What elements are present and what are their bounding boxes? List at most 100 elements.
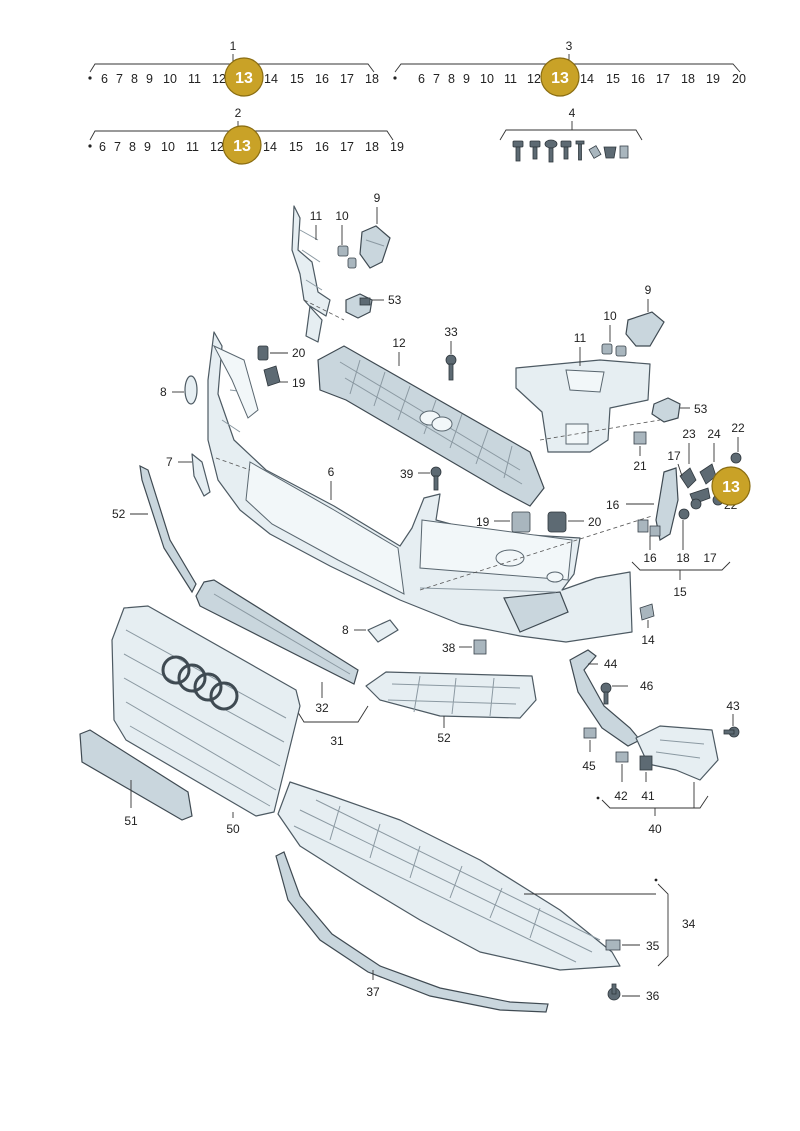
seq-item: 16	[315, 140, 329, 154]
callout-18: 18	[676, 520, 690, 565]
svg-text:50: 50	[226, 822, 240, 836]
clip-19b[interactable]	[511, 511, 531, 533]
callout-9b: 9	[645, 283, 652, 312]
callout-50: 50	[226, 812, 240, 836]
svg-text:8: 8	[342, 623, 349, 637]
callout-23: 23	[682, 427, 696, 464]
callout-21: 21	[633, 446, 647, 473]
license-plate-holder[interactable]	[79, 729, 193, 821]
seq-item: 12	[527, 72, 541, 86]
svg-text:52: 52	[437, 731, 451, 745]
screw-36[interactable]	[607, 983, 621, 1001]
badge-text: 13	[233, 138, 251, 155]
seq-item: 17	[656, 72, 670, 86]
seq-item: 20	[732, 72, 746, 86]
seq-item: 8	[131, 72, 138, 86]
badge-text: 13	[235, 70, 253, 87]
callout-8a: 8	[160, 385, 184, 399]
grille-frame[interactable]	[317, 345, 545, 507]
side-trim-strip-left[interactable]	[139, 464, 197, 594]
clip-42[interactable]	[615, 751, 629, 763]
bumper-cover[interactable]	[207, 331, 633, 643]
lower-grille-strip[interactable]	[195, 579, 359, 685]
svg-text:37: 37	[366, 985, 380, 999]
seq-item: 6	[101, 72, 108, 86]
clip-41[interactable]	[639, 755, 653, 771]
callout-9a: 9	[374, 191, 381, 224]
badge-text: 13	[551, 70, 569, 87]
svg-text:9: 9	[374, 191, 381, 205]
callout-52a: 52	[112, 507, 148, 521]
seq-item: 11	[186, 140, 199, 154]
svg-text:11: 11	[310, 209, 323, 223]
right-support-bracket[interactable]	[515, 359, 651, 453]
highlight-badge-2[interactable]: 13	[222, 125, 262, 165]
radiator-grille[interactable]	[111, 605, 301, 817]
callout-41: 41	[641, 772, 655, 803]
clip-14[interactable]	[639, 603, 655, 621]
cap-8a[interactable]	[184, 375, 198, 405]
sensor-53b[interactable]	[651, 397, 681, 423]
screw-43[interactable]	[723, 726, 740, 738]
clip-10b[interactable]	[601, 343, 627, 357]
svg-text:35: 35	[646, 939, 660, 953]
svg-text:34: 34	[682, 917, 696, 931]
seq-item: 17	[340, 72, 354, 86]
callout-16b: 16	[643, 536, 657, 565]
callout-53b: 53	[680, 402, 708, 416]
clip-20b[interactable]	[547, 511, 567, 533]
callout-51: 51	[124, 780, 138, 828]
clip-19a[interactable]	[263, 365, 281, 387]
mount-bracket-9a[interactable]	[359, 225, 391, 269]
callout-53a: 53	[372, 293, 402, 307]
screw-46[interactable]	[600, 682, 612, 705]
highlight-badge-4[interactable]: 13	[711, 466, 751, 506]
front-spoiler-lip[interactable]	[275, 851, 549, 1013]
seq-item: 19	[706, 72, 720, 86]
svg-text:14: 14	[641, 633, 655, 647]
mount-bracket-9b[interactable]	[625, 311, 665, 347]
callout-17b: 17	[703, 551, 717, 565]
seq-item: 18	[365, 140, 379, 154]
svg-text:23: 23	[682, 427, 696, 441]
clip-10a[interactable]	[337, 245, 357, 269]
svg-text:20: 20	[588, 515, 602, 529]
clip-20a[interactable]	[257, 345, 269, 361]
group-label-3: 3	[566, 39, 573, 53]
seq-item: 14	[263, 140, 277, 154]
highlight-badge-3[interactable]: 13	[540, 57, 580, 97]
svg-text:19: 19	[292, 376, 306, 390]
sensor-53a[interactable]	[345, 293, 373, 319]
underbody-shield[interactable]	[277, 781, 621, 971]
clip-45[interactable]	[583, 727, 597, 739]
svg-text:12: 12	[392, 336, 406, 350]
seq-item: 10	[480, 72, 494, 86]
callout-43: 43	[726, 699, 740, 726]
seq-item: 11	[188, 72, 201, 86]
callout-31: 31	[293, 705, 369, 748]
clip-21[interactable]	[633, 431, 647, 445]
seq-item: 7	[114, 140, 121, 154]
callout-20b: 20	[568, 515, 602, 529]
bumper-guide[interactable]	[637, 452, 742, 541]
highlight-badge-1[interactable]: 13	[224, 57, 264, 97]
fog-light-grille[interactable]	[365, 671, 537, 719]
group-label-2: 2	[235, 106, 242, 120]
seq-item: 18	[681, 72, 695, 86]
callout-15: 15	[631, 561, 731, 599]
cap-8b[interactable]	[367, 619, 399, 643]
seq-item: 8	[448, 72, 455, 86]
cap-7[interactable]	[191, 453, 211, 497]
seq-item: 16	[315, 72, 329, 86]
screw-33[interactable]	[445, 354, 457, 381]
callout-17a: 17	[667, 449, 683, 477]
clip-35[interactable]	[605, 939, 621, 951]
screw-39[interactable]	[430, 466, 442, 491]
clip-38[interactable]	[473, 639, 487, 655]
callout-42: 42	[614, 764, 628, 803]
svg-text:24: 24	[707, 427, 721, 441]
side-guide-bracket[interactable]	[569, 649, 719, 781]
svg-text:39: 39	[400, 467, 414, 481]
callout-20a: 20	[270, 346, 306, 360]
left-support-bracket[interactable]	[291, 205, 331, 343]
